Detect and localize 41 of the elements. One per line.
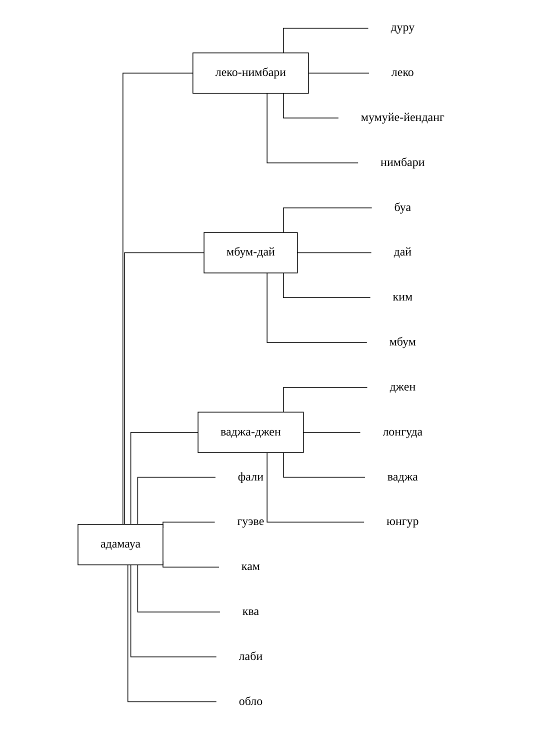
connector [282, 387, 368, 413]
node-text: дай [393, 246, 412, 259]
node-text: обло [238, 695, 262, 708]
node-text: дуру [390, 21, 414, 34]
connector [282, 207, 372, 233]
connector [136, 564, 220, 612]
connector [266, 452, 364, 523]
connector [124, 252, 204, 525]
connector [296, 252, 372, 254]
node-text: гуэве [236, 515, 264, 528]
node-text: ким [392, 290, 412, 304]
connector [266, 272, 367, 343]
node-text: ваджа [386, 470, 418, 484]
connector [130, 432, 198, 525]
node-text: ква [242, 605, 259, 618]
node-text: фали [237, 470, 264, 484]
node-text: нимбари [380, 156, 424, 169]
node-text: кам [241, 560, 260, 574]
connector [136, 476, 216, 525]
connector [266, 92, 358, 164]
node-text: лонгуда [382, 426, 422, 438]
connector [282, 272, 370, 298]
node-text: лаби [238, 650, 262, 663]
node-text: леко [390, 66, 414, 80]
node-box: леко-нимбари [192, 52, 308, 94]
connector [282, 28, 368, 54]
connector [130, 564, 216, 658]
connector [282, 452, 365, 478]
node-box: мбум-дай [203, 232, 298, 274]
node-box: ваджа-джен [197, 412, 304, 453]
node-box: адамауа [77, 524, 163, 566]
connector [127, 564, 216, 702]
connector [302, 432, 360, 433]
node-text: мумуйе-йенданг [360, 111, 444, 124]
node-text: джен [389, 380, 416, 394]
connector [122, 72, 193, 525]
node-text: юнгур [386, 515, 418, 528]
node-text: буа [394, 201, 411, 214]
connector [308, 72, 369, 74]
connector [282, 92, 338, 118]
node-text: мбум [388, 336, 416, 349]
